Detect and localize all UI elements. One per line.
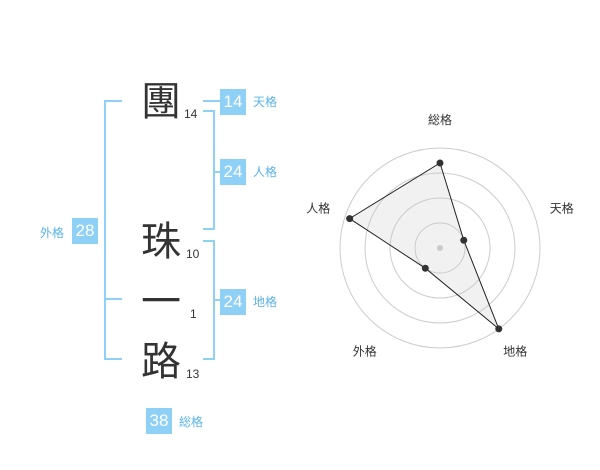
radar-ring-2	[389, 197, 491, 299]
name-char-2: 珠	[141, 219, 181, 265]
radar-point-3	[421, 264, 429, 272]
radar-axis-label-4: 人格	[306, 200, 330, 215]
radar-ring-1	[414, 222, 466, 274]
radar-area	[348, 162, 500, 330]
radar-axis-label-3: 外格	[353, 344, 377, 359]
jinkaku-badge: 24	[220, 159, 246, 185]
radar-axis-label-0: 総格	[428, 112, 452, 127]
soukaku-label: 総格	[179, 415, 204, 429]
soukaku-badge: 38	[146, 408, 172, 434]
gaikaku-label: 外格	[40, 226, 65, 240]
stroke-count-2: 10	[186, 247, 200, 261]
stroke-count-3: 1	[190, 307, 197, 321]
radar-grid	[339, 147, 541, 349]
name-char-3: 一	[141, 279, 181, 325]
radar-point-4	[346, 215, 354, 223]
stroke-count-4: 13	[186, 367, 200, 381]
chikaku-badge: 24	[220, 289, 246, 315]
radar-ring-3	[364, 172, 516, 324]
name-char-1: 團	[141, 79, 181, 125]
stroke-count-1: 14	[184, 107, 198, 121]
jinkaku-label: 人格	[253, 165, 278, 179]
gaikaku-badge: 28	[72, 218, 98, 244]
radar-point-2	[495, 325, 503, 333]
chikaku-label: 地格	[253, 295, 278, 309]
tenkaku-label: 天格	[253, 95, 278, 109]
radar-point-1	[460, 236, 468, 244]
radar-ring-4	[339, 147, 541, 349]
radar-points	[346, 159, 503, 333]
radar-axis-label-1: 天格	[550, 200, 574, 215]
radar-axis-label-2: 地格	[503, 344, 527, 359]
name-char-4: 路	[141, 339, 181, 385]
tenkaku-badge: 14	[220, 89, 246, 115]
radar-center-dot	[437, 245, 443, 251]
radar-point-0	[436, 159, 444, 167]
